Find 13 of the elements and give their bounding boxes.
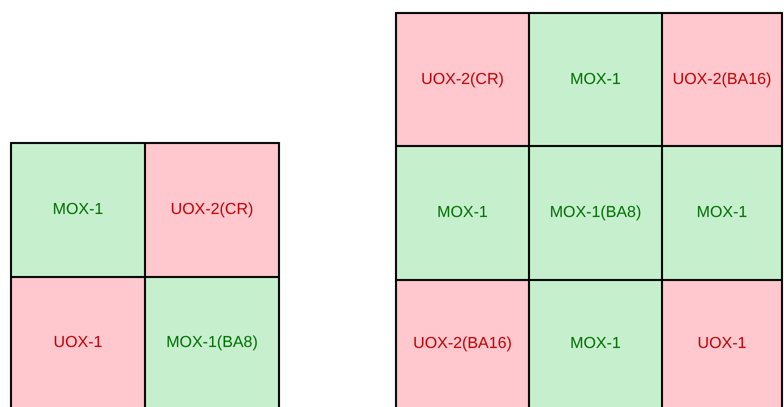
assembly-cell: UOX-2(CR)	[395, 12, 530, 147]
assembly-cell: MOX-1(BA8)	[528, 145, 663, 281]
assembly-cell: MOX-1(BA8)	[144, 276, 280, 407]
assembly-cell: UOX-2(CR)	[144, 142, 280, 278]
assembly-cell: UOX-1	[10, 276, 146, 407]
assembly-cell: MOX-1	[528, 12, 663, 147]
assembly-cell: MOX-1	[10, 142, 146, 278]
assembly-cell: MOX-1	[661, 145, 783, 281]
assembly-cell: MOX-1	[395, 145, 530, 281]
assembly-cell: UOX-1	[661, 279, 783, 407]
assembly-cell: UOX-2(BA16)	[395, 279, 530, 407]
assembly-cell: MOX-1	[528, 279, 663, 407]
assembly-cell: UOX-2(BA16)	[661, 12, 783, 147]
